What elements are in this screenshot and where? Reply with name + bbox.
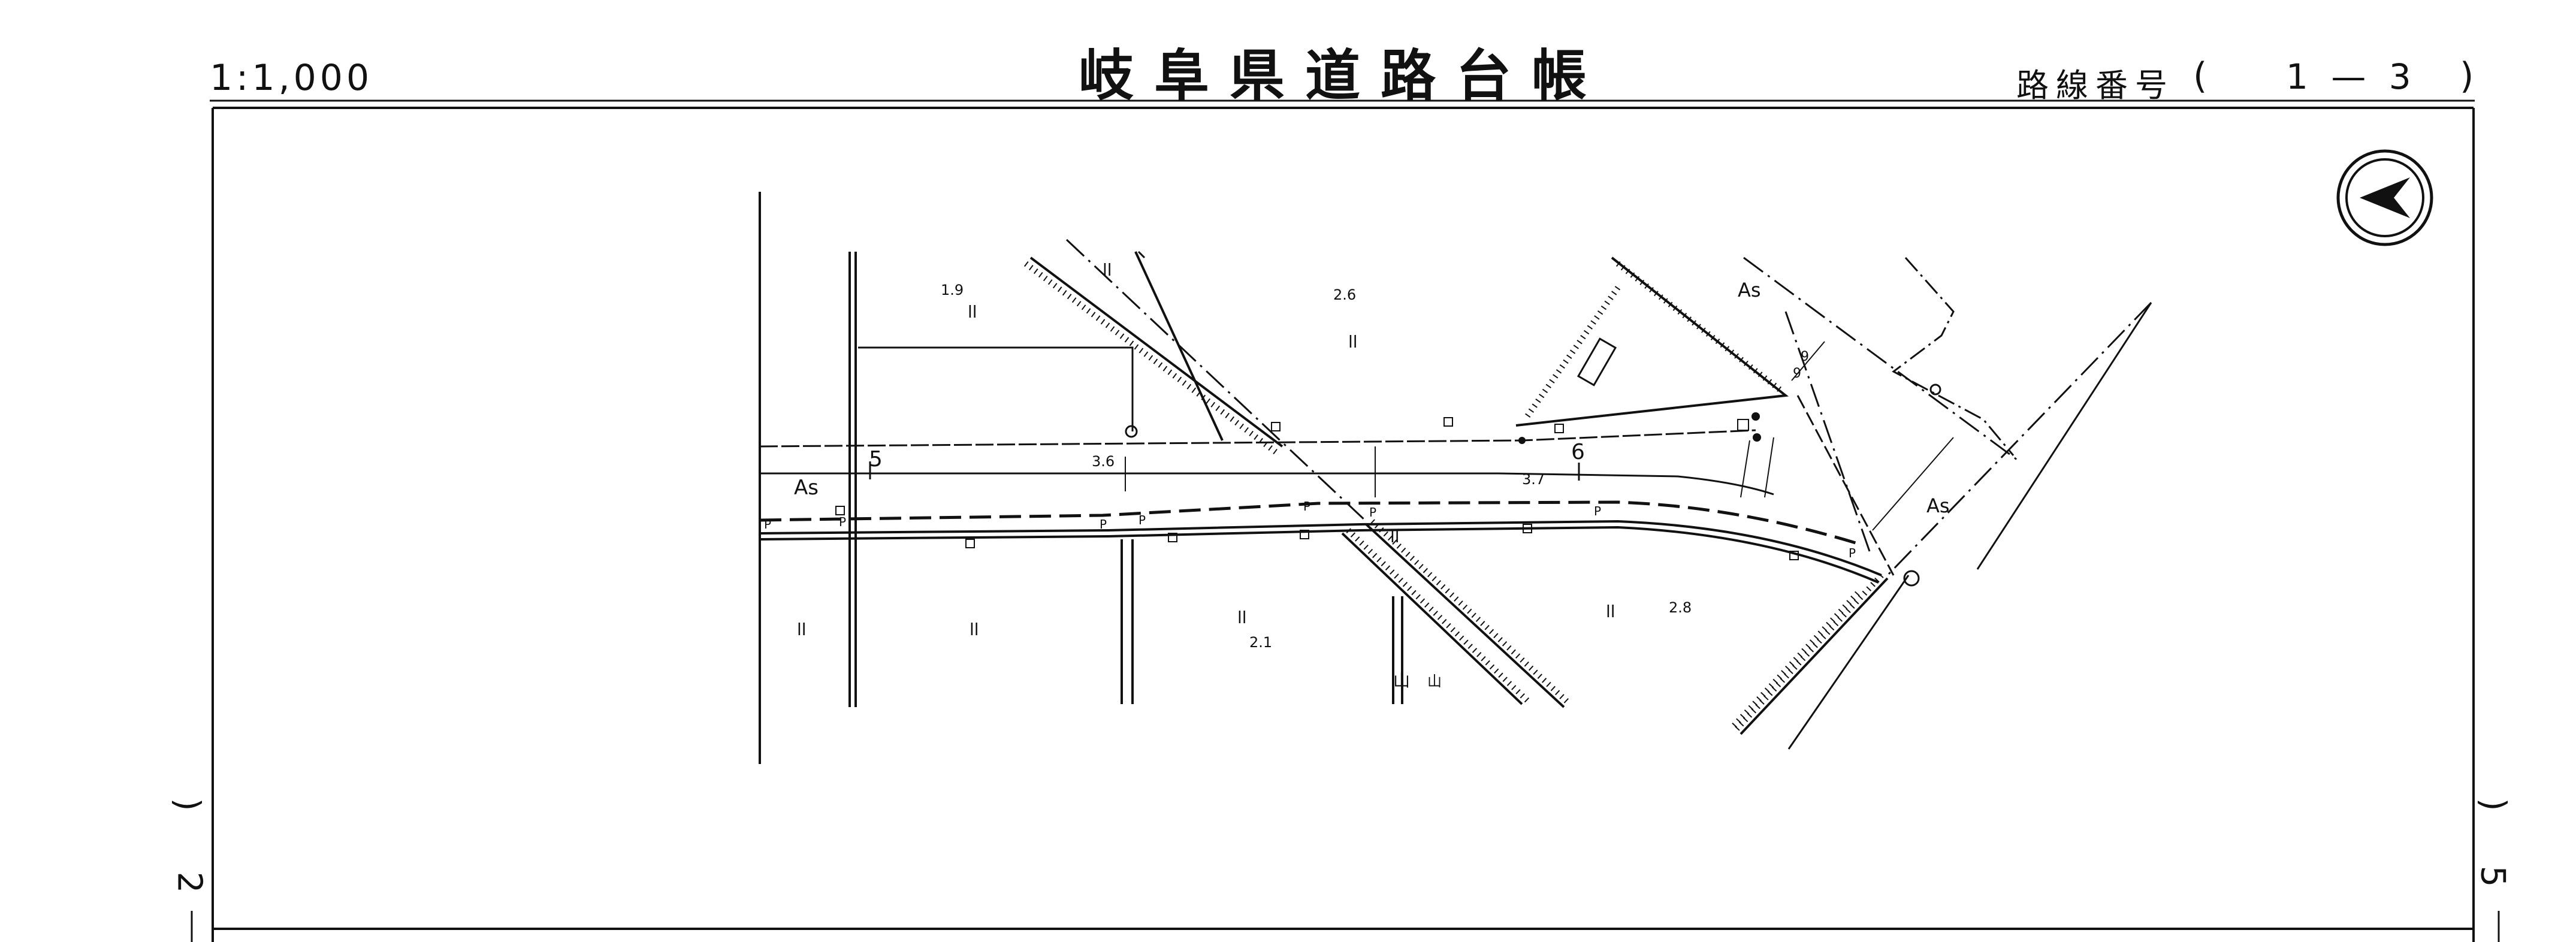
route-open-paren: ( <box>2193 55 2207 97</box>
pole-mark: P <box>764 517 771 532</box>
valve-marker-b <box>1929 384 1941 395</box>
sheet-title: 岐阜県道路台帳 <box>1079 44 1608 108</box>
lot-outline <box>858 346 1134 431</box>
diag-road-line-b <box>1065 238 1367 523</box>
route-close-paren: ) <box>2460 55 2474 97</box>
spot-height: 3.7 <box>1522 471 1545 488</box>
angle-mark: 9 <box>1793 366 1801 381</box>
dim-arrow-e <box>1872 437 1954 531</box>
diag-road-hatch-a <box>1023 261 1279 455</box>
land-use-mark: ll <box>970 620 979 639</box>
hydrant-marker <box>1903 570 1920 587</box>
building-rect <box>1577 337 1617 387</box>
manhole-markers <box>835 417 1799 560</box>
far-right-line-g <box>1729 591 1860 730</box>
pole-mark: P <box>1369 505 1376 520</box>
far-right-hatch-f <box>1732 573 1884 733</box>
pole-mark: P <box>1594 504 1601 518</box>
road-center-line <box>760 472 1774 496</box>
north-arrow-icon <box>2336 149 2433 246</box>
surface-label-as: As <box>1926 494 1950 517</box>
pole-mark: P <box>839 515 846 529</box>
spot-height: 2.6 <box>1333 286 1356 303</box>
far-right-line-e <box>1787 575 1910 750</box>
far-right-line-a <box>1743 256 2020 463</box>
station-number: 5 <box>869 447 883 472</box>
spot-height: 1.9 <box>941 282 964 298</box>
route-number: 1 — 3 <box>2286 56 2417 97</box>
right-parcel-hatch-b <box>1522 286 1621 421</box>
dim-arrow-f <box>1791 341 1825 381</box>
far-right-line-c <box>1796 395 1895 576</box>
spot-height: 3.6 <box>1092 453 1115 470</box>
valve-marker <box>1125 425 1138 438</box>
far-right-line-d <box>1886 301 2152 576</box>
diag-road-line-a <box>1029 256 1284 448</box>
scale-label: 1:1,000 <box>210 57 373 99</box>
land-use-mark: ll <box>1606 602 1615 621</box>
surface-label-as: As <box>1738 279 1761 301</box>
pole-dot-markers <box>1518 412 1761 444</box>
road-lane-line <box>759 500 1864 547</box>
diag-road-line-d <box>1134 251 1224 441</box>
pole-mark: P <box>1849 546 1856 560</box>
dim-arrow-c <box>1740 440 1750 498</box>
land-use-mark: ll <box>1390 527 1400 547</box>
pole-mark: P <box>1303 499 1310 514</box>
station-number: 6 <box>1571 440 1585 464</box>
road-lower-edge <box>759 520 1882 576</box>
land-use-mark: ll <box>797 620 807 639</box>
spot-height: 2.1 <box>1249 634 1272 651</box>
land-use-mark: ll <box>1103 260 1112 280</box>
road-lower-curb <box>759 526 1879 584</box>
land-use-mark: 山 <box>1427 673 1442 690</box>
diag-lower-line-b <box>1341 532 1523 705</box>
pole-mark: P <box>1138 513 1146 527</box>
right-parcel-outline <box>1515 256 1789 427</box>
far-right-long-line <box>1976 302 2152 570</box>
land-use-mark: ll <box>968 302 977 322</box>
angle-mark: 9 <box>1801 349 1809 364</box>
far-right-line-f <box>1740 577 1889 735</box>
pole-mark: P <box>1100 517 1107 532</box>
right-parcel-hatch <box>1615 261 1782 392</box>
spot-height: 2.8 <box>1669 599 1692 616</box>
land-use-mark: ll <box>1348 332 1358 352</box>
dim-arrow-d <box>1764 437 1774 498</box>
diag-lower-line-a <box>1365 523 1565 708</box>
land-use-mark: ll <box>1237 608 1247 627</box>
surface-label-as: As <box>794 476 819 500</box>
land-use-mark: 山 <box>1393 671 1410 690</box>
route-number-label: 路線番号 <box>2016 67 2175 104</box>
diag-road-line-c <box>1137 250 1146 259</box>
road-upper-edge <box>759 429 1756 448</box>
far-right-parcel <box>1892 257 2015 456</box>
far-right-line-b <box>1784 311 1871 552</box>
